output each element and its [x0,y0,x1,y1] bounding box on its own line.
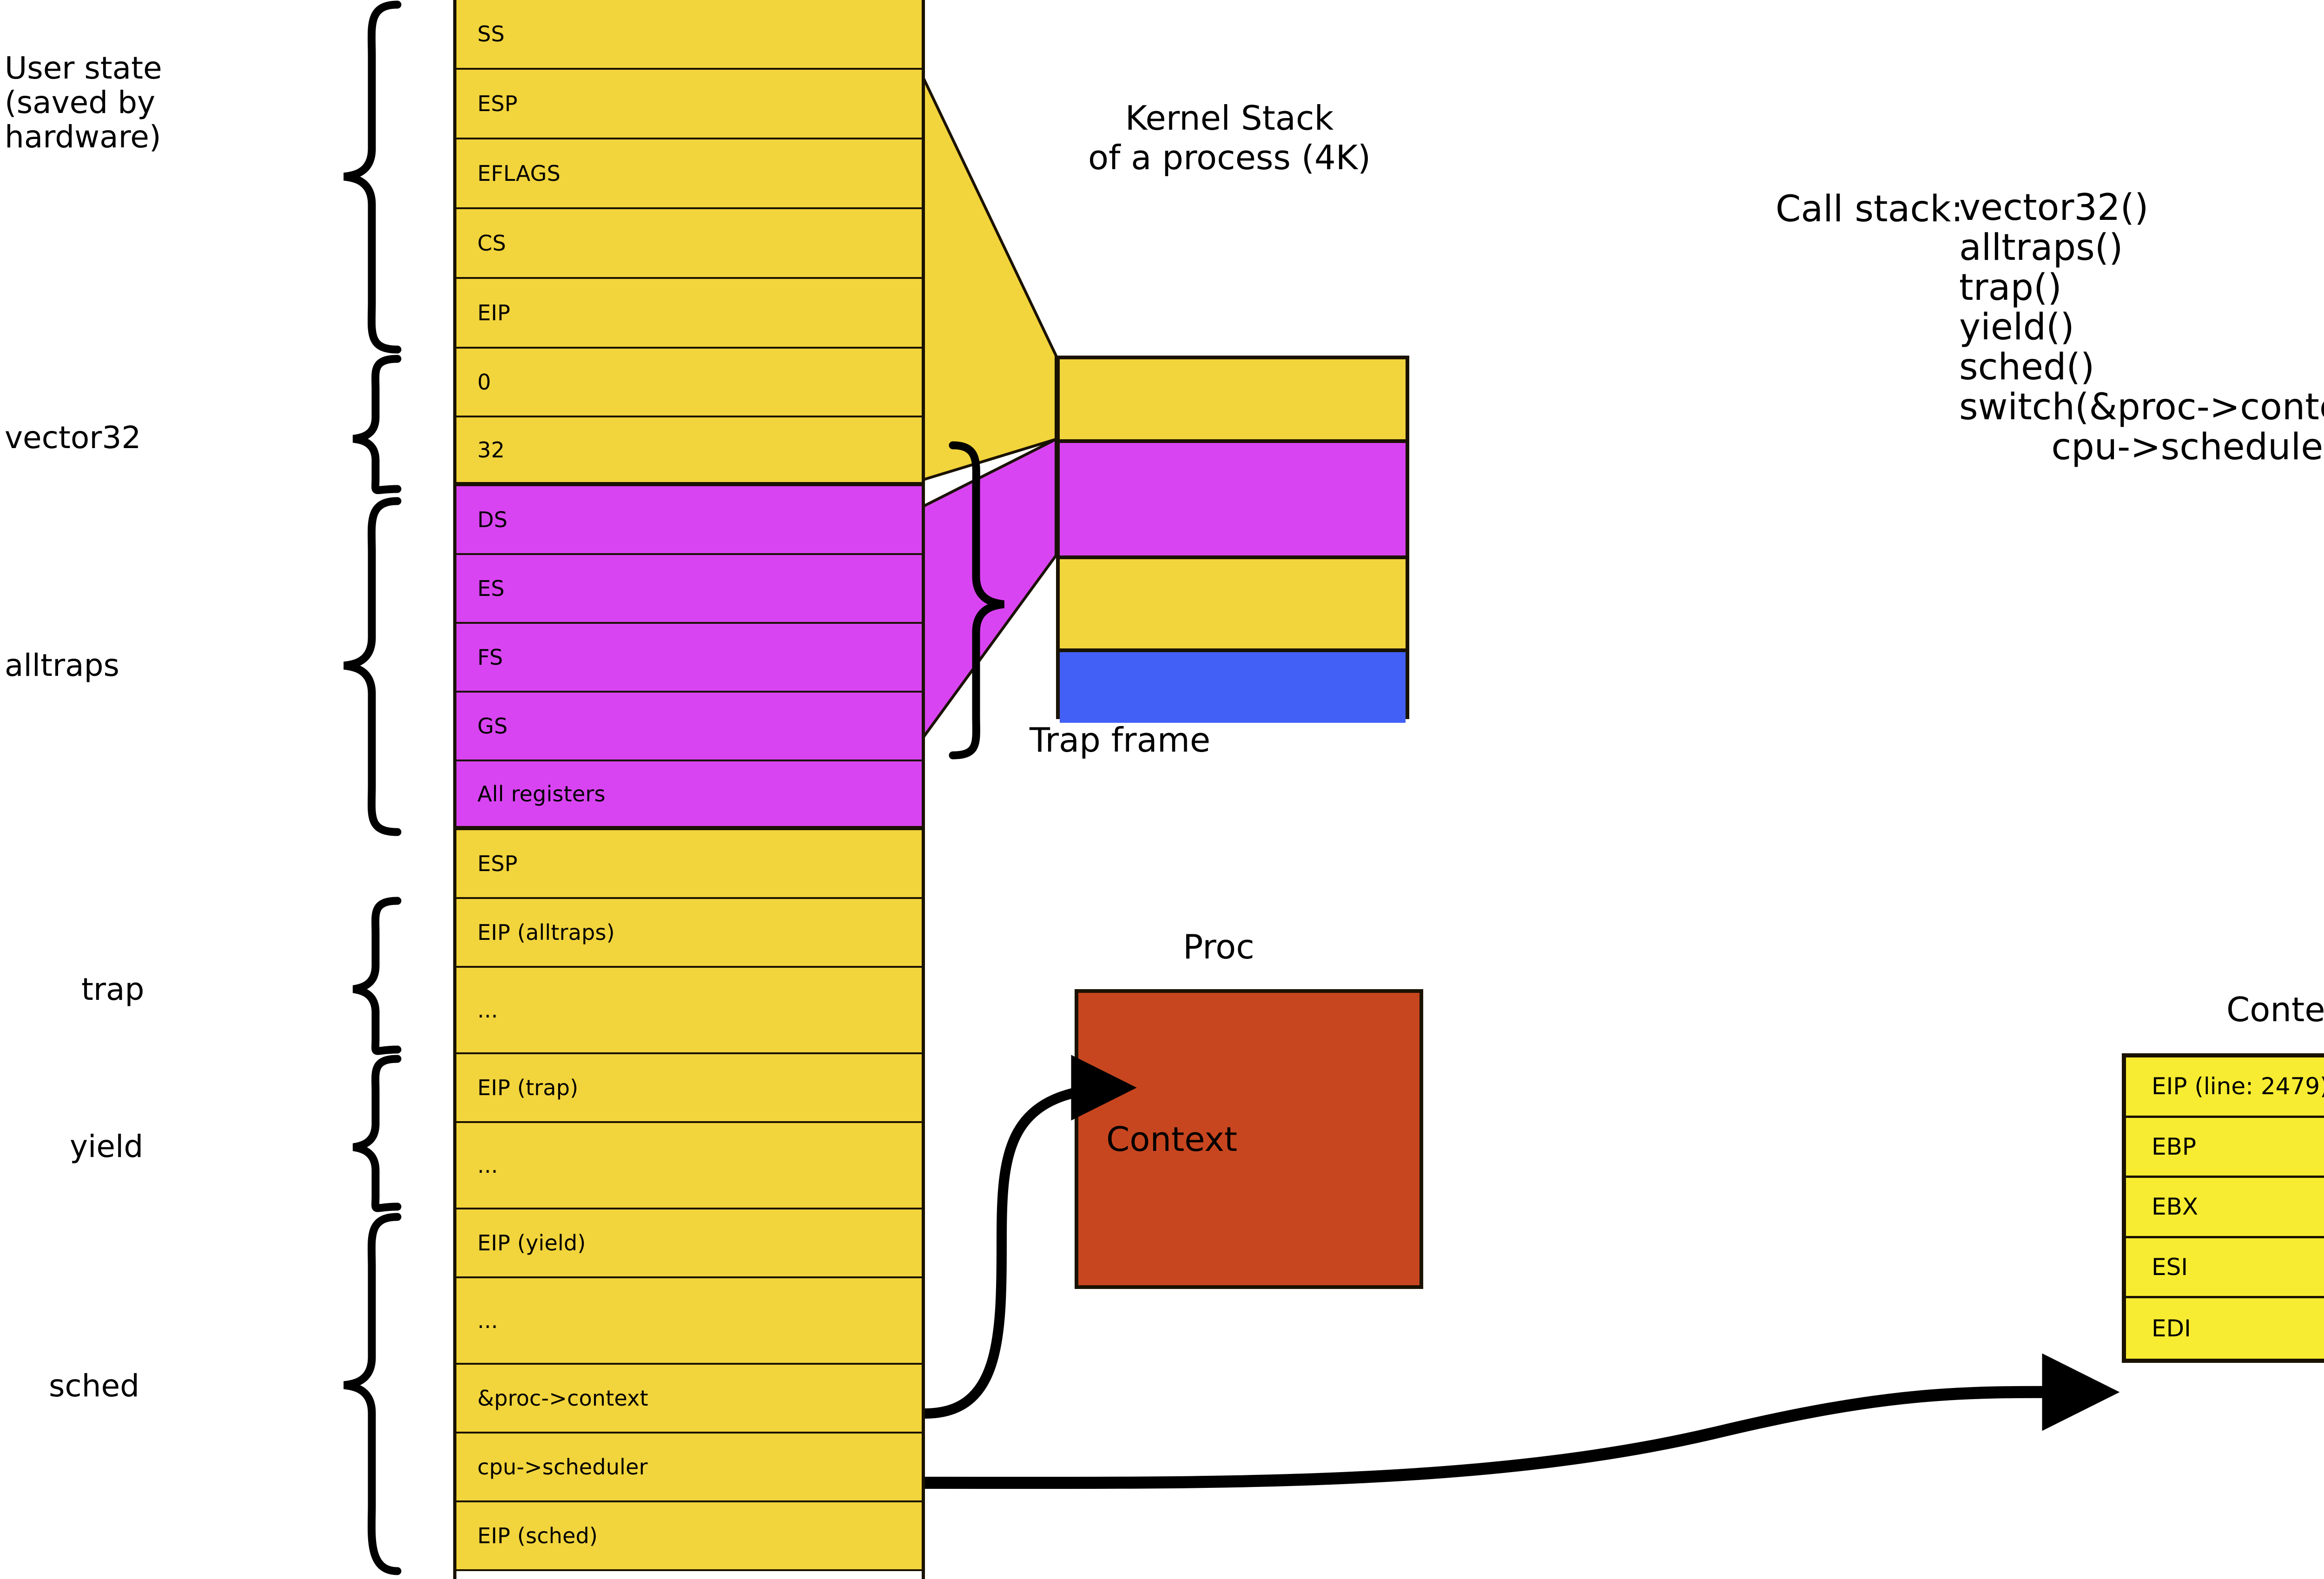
stack-row-label: FS [477,645,503,670]
kernel-stack-band [1060,359,1406,443]
context-row: EIP (line: 2479) [2126,1057,2324,1118]
stack-row: ... [456,1123,922,1209]
call-stack-frame: alltraps() [1959,226,2123,269]
group-label-user-state: User state (saved by hardware) [5,50,162,155]
stack-row-label: ESP [477,91,518,116]
stack-row-label: 32 [477,437,505,462]
call-stack-frame: sched() [1959,346,2095,389]
stack-row: CS [456,209,922,279]
context-row-label: EIP (line: 2479) [2152,1073,2324,1100]
stack-row: GS [456,693,922,761]
stack-row-label: EIP (trap) [477,1075,579,1100]
call-stack-frames: vector32()alltraps()trap()yield()sched()… [1959,188,2324,468]
stack-row: ES [456,555,922,624]
group-label-sched: sched [49,1368,140,1404]
stack-row: ... [456,1278,922,1365]
call-stack-frame: cpu->scheduler) [1959,426,2324,468]
stack-row-label: ... [477,1308,498,1333]
context-title: Context [2226,990,2324,1029]
stack-row: &proc->context [456,1365,922,1434]
stack-row: ... [456,968,922,1054]
kernel-stack-box [1056,356,1409,723]
call-stack-label: Call stack: [1776,188,1963,230]
stack-row-label: ... [477,1153,498,1178]
context-row-label: EBX [2152,1193,2199,1221]
context-row: ESI [2126,1238,2324,1299]
group-label-vector32: vector32 [5,420,141,456]
stack-row-label: CS [477,231,506,256]
group-label-yield: yield [70,1129,144,1164]
context-row: EBP [2126,1118,2324,1178]
stack-row-label: All registers [477,781,606,806]
call-stack-frame: switch(&proc->context, [1959,386,2324,428]
stack-row-label: EIP (sched) [477,1523,598,1548]
stack-row: cpu->scheduler [456,1434,922,1502]
proc-box: Context [1075,989,1423,1289]
stack-row-label: EIP [477,300,510,325]
stack-row: SS [456,0,922,70]
stack-row-label: cpu->scheduler [477,1454,648,1480]
stack-row: EIP (yield) [456,1209,922,1278]
context-row: EDI [2126,1298,2324,1359]
stack-row-label: EIP (yield) [477,1230,586,1255]
kernel-stack-band [1060,559,1406,652]
trap-frame-label: Trap frame [1030,720,1211,760]
stack-row-label: DS [477,507,508,532]
stack-row: 32 [456,417,922,486]
stack-row: EFLAGS [456,139,922,209]
stack-row-label: EIP (alltraps) [477,920,615,945]
stack-row-label: ES [477,576,505,601]
stack-row-label: 0 [477,370,491,395]
context-row-label: EBP [2152,1133,2197,1160]
kernel-stack-band [1060,443,1406,559]
group-label-trap: trap [81,971,145,1007]
context-row: EBX [2126,1178,2324,1238]
context-row-label: EDI [2152,1315,2191,1342]
group-label-alltraps: alltraps [5,647,119,683]
context-row-label: ESI [2152,1254,2188,1281]
call-stack-frame: yield() [1959,306,2074,349]
call-stack-frame: vector32() [1959,187,2149,229]
stack-row: EIP (sched) [456,1502,922,1571]
stack-row: ESP [456,70,922,139]
stack-row-label: &proc->context [477,1386,648,1411]
stack-row: ESP [456,830,922,899]
kernel-stack-title: Kernel Stack of a process (4K) [1088,99,1371,177]
stack-row: DS [456,486,922,555]
stack-row: FS [456,624,922,693]
call-stack-frame: trap() [1959,266,2062,309]
stack-row: EIP (trap) [456,1054,922,1123]
proc-title: Proc [1183,927,1254,966]
stack-row: EIP [456,279,922,349]
stack-row-label: GS [477,714,508,739]
stack-row-label: ... [477,998,498,1023]
proc-context-field: Context [1106,1119,1238,1159]
stack-row: 0 [456,349,922,417]
stack-row-label: EFLAGS [477,161,561,186]
stack-row-label: SS [477,21,505,46]
stack-row-label: ESP [477,851,518,876]
stack-row: All registers [456,761,922,830]
kernel-stack-band [1060,652,1406,723]
stack-row: EIP (alltraps) [456,899,922,968]
context-struct-box: EIP (line: 2479) EBP EBX ESI EDI [2122,1053,2324,1363]
